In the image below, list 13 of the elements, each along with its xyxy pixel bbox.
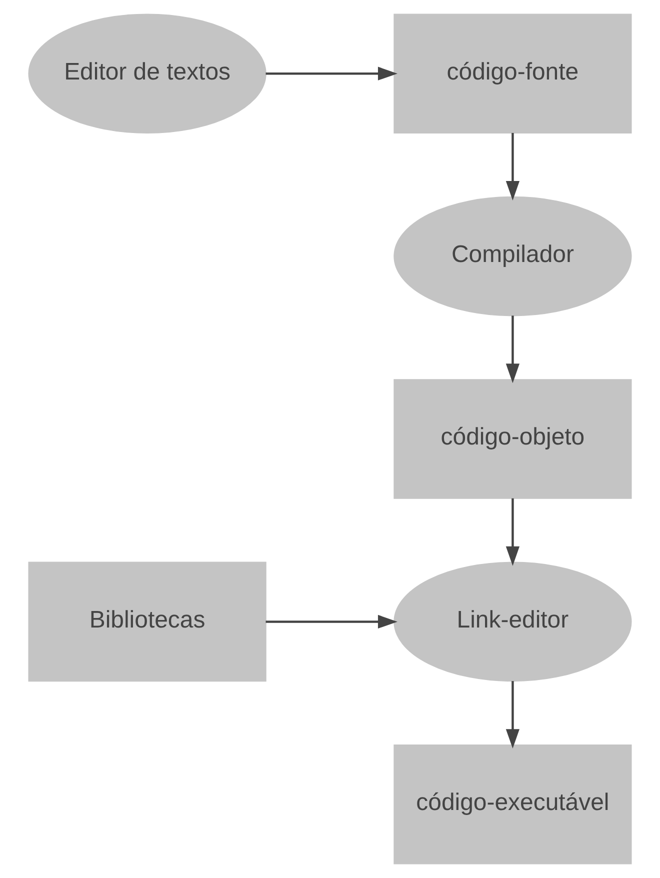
node-box: código-fonte [394,14,632,134]
node-ellipse: Editor de textos [28,14,266,134]
arrow [506,316,520,384]
arrow [266,66,398,80]
node-box: código-objeto [394,379,632,499]
arrow [506,132,520,200]
node-ellipse: Compilador [394,196,632,316]
arrow [506,681,520,749]
arrow [506,498,520,566]
arrow [266,614,398,629]
node-box: Bibliotecas [28,562,266,682]
node-box: código-executável [394,744,632,864]
node-ellipse: Link-editor [394,562,632,682]
